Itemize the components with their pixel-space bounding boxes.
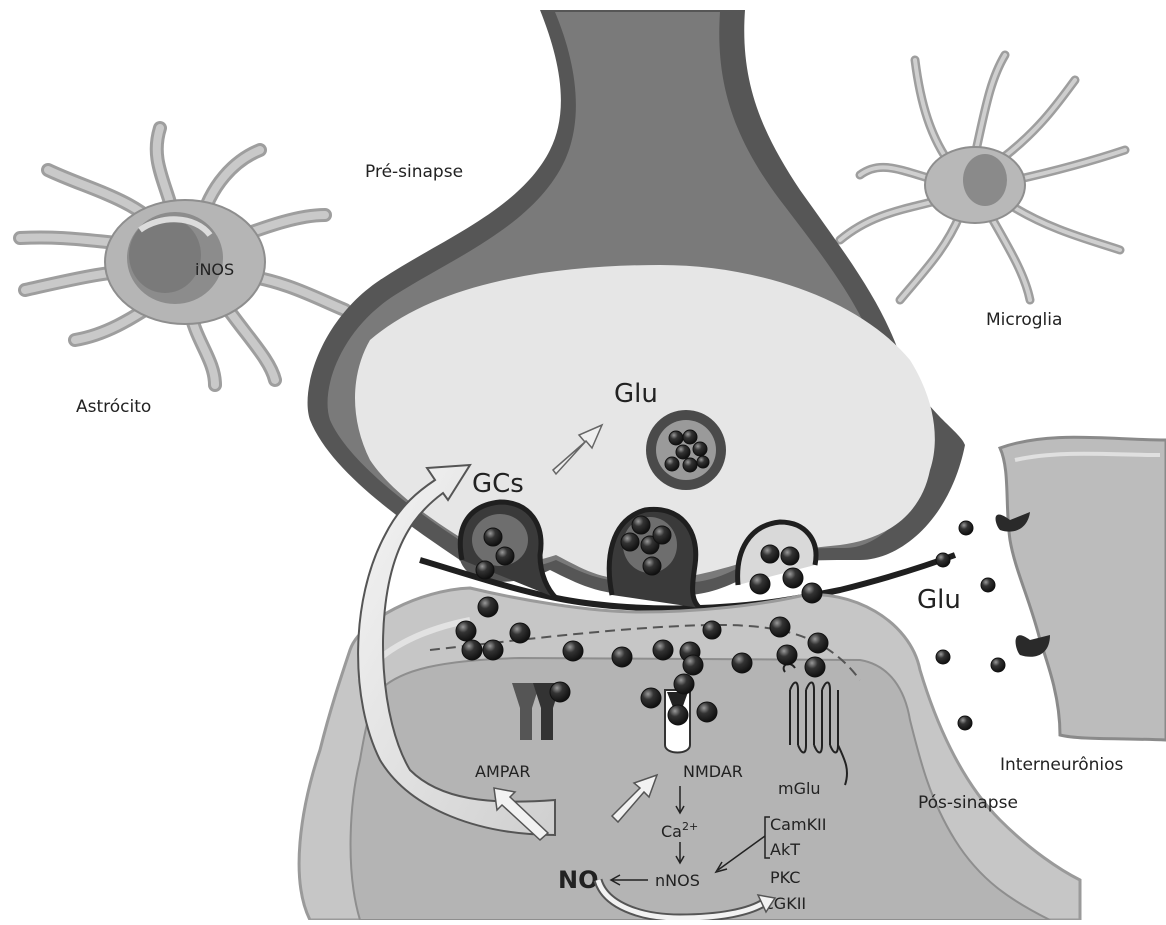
pre-synapse-label: Pré-sinapse <box>365 162 463 182</box>
microglia-cell <box>840 55 1125 300</box>
camkii-label: CamKII <box>770 815 827 834</box>
no-label: NO <box>558 866 599 894</box>
nnos-label: nNOS <box>655 871 700 890</box>
post-synapse-label: Pós-sinapse <box>918 793 1018 813</box>
interneurons-label: Interneurônios <box>1000 755 1124 775</box>
ca-superscript: 2+ <box>682 820 698 833</box>
inos-label: iNOS <box>195 260 234 279</box>
akt-label: AkT <box>770 840 800 859</box>
ampar-label: AMPAR <box>475 762 530 781</box>
glu-right-label: Glu <box>917 585 961 615</box>
glu-top-label: Glu <box>614 379 658 409</box>
microglia-label: Microglia <box>986 310 1062 330</box>
nmdar-label: NMDAR <box>683 762 743 781</box>
astrocyte-cell <box>20 128 345 385</box>
gcs-label: GCs <box>472 469 524 499</box>
pkc-label: PKC <box>770 868 800 887</box>
interneuron-cell <box>996 437 1166 740</box>
astrocyte-label: Astrócito <box>76 397 151 417</box>
ca-text: Ca <box>661 822 682 841</box>
mglu-label: mGlu <box>778 779 821 798</box>
